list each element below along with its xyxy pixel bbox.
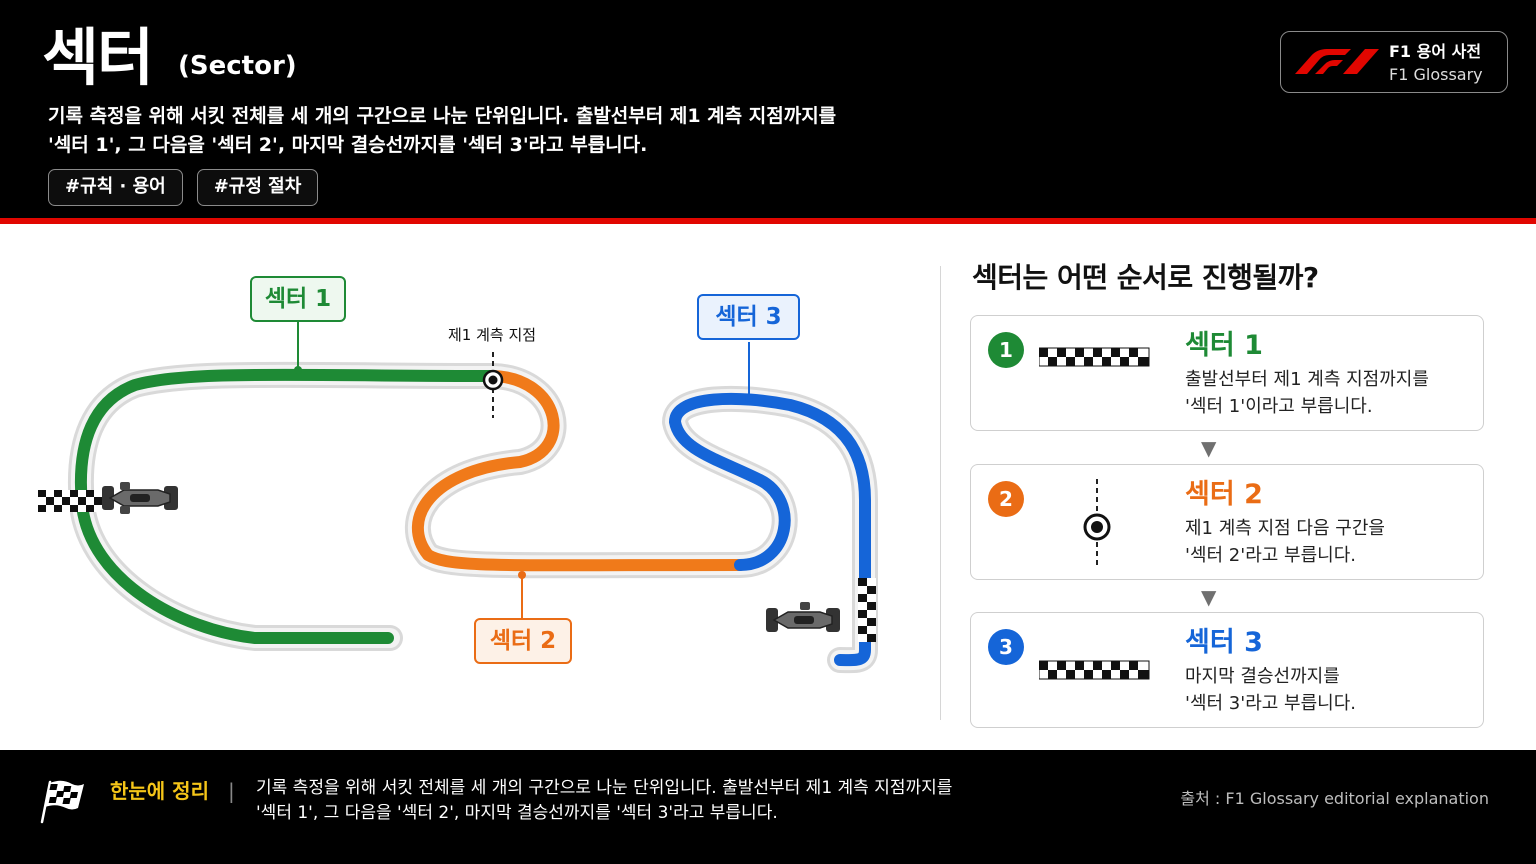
section-divider xyxy=(940,266,941,720)
tag-rules-terms[interactable]: #규칙 · 용어 xyxy=(48,169,183,206)
checkered-line-icon xyxy=(1039,347,1150,367)
sector-2-label: 섹터 2 xyxy=(474,618,572,664)
step-number-badge: 1 xyxy=(988,332,1024,368)
card-description-line: '섹터 3'라고 부릅니다. xyxy=(1185,693,1356,714)
card-title: 섹터 1 xyxy=(1185,330,1263,361)
checkered-flag-icon xyxy=(40,780,84,824)
card-description: 제1 계측 지점 다음 구간을 '섹터 2'라고 부릅니다. xyxy=(1185,515,1385,569)
card-description-line: 제1 계측 지점 다음 구간을 xyxy=(1185,518,1385,539)
card-description-line: 출발선부터 제1 계측 지점까지를 xyxy=(1185,369,1429,390)
checkered-line-icon xyxy=(1039,660,1150,680)
step-number-badge: 2 xyxy=(988,481,1024,517)
header-description: 기록 측정을 위해 서킷 전체를 세 개의 구간으로 나눈 단위입니다. 출발선… xyxy=(48,102,928,160)
arrow-down-icon: ▼ xyxy=(1201,436,1217,460)
checkpoint-marker-icon xyxy=(1083,479,1111,565)
brand-subtitle: F1 Glossary xyxy=(1389,65,1483,84)
sector-1-path xyxy=(74,368,499,644)
brand-title: F1 용어 사전 xyxy=(1389,42,1482,61)
f1-logo-icon xyxy=(1295,49,1379,74)
card-description-line: '섹터 1'이라고 부릅니다. xyxy=(1185,396,1373,417)
sector-1-label: 섹터 1 xyxy=(250,276,346,322)
step-number-badge: 3 xyxy=(988,629,1024,665)
sector-3-path xyxy=(669,392,871,667)
card-title: 섹터 3 xyxy=(1185,627,1263,658)
footer-separator: | xyxy=(228,779,235,803)
race-car-icon xyxy=(102,482,178,514)
sector-3-label: 섹터 3 xyxy=(697,294,800,340)
track-map xyxy=(38,322,878,674)
tag-list: #규칙 · 용어 #규정 절차 xyxy=(48,169,319,206)
tag-procedures[interactable]: #규정 절차 xyxy=(196,169,319,206)
card-description: 출발선부터 제1 계측 지점까지를 '섹터 1'이라고 부릅니다. xyxy=(1185,366,1429,420)
sector-card-3: 3 섹터 3 마지막 결승선까지를 '섹터 3'라고 부릅니다. xyxy=(970,612,1484,728)
description-line: '섹터 1', 그 다음을 '섹터 2', 마지막 결승선까지를 '섹터 3'라… xyxy=(48,134,648,156)
checkpoint-marker-icon xyxy=(482,352,504,418)
description-line: 기록 측정을 위해 서킷 전체를 세 개의 구간으로 나눈 단위입니다. 출발선… xyxy=(48,105,837,127)
brand-badge: F1 용어 사전 F1 Glossary xyxy=(1280,31,1508,93)
sector-2-path xyxy=(412,370,746,572)
panel-title: 섹터는 어떤 순서로 진행될까? xyxy=(972,261,1319,294)
summary-line: 기록 측정을 위해 서킷 전체를 세 개의 구간으로 나눈 단위입니다. 출발선… xyxy=(256,778,953,798)
card-description-line: 마지막 결승선까지를 xyxy=(1185,666,1340,687)
summary-label: 한눈에 정리 xyxy=(110,779,209,803)
page-subtitle: (Sector) xyxy=(178,51,297,81)
card-title: 섹터 2 xyxy=(1185,479,1263,510)
source-credit: 출처 : F1 Glossary editorial explanation xyxy=(1180,789,1489,808)
footer: 한눈에 정리 | 기록 측정을 위해 서킷 전체를 세 개의 구간으로 나눈 단… xyxy=(0,750,1536,864)
track-diagram: 섹터 1 섹터 2 섹터 3 제1 계측 지점 xyxy=(0,224,930,748)
sector-card-1: 1 섹터 1 출발선부터 제1 계측 지점까지를 '섹터 1'이라고 부릅니다. xyxy=(970,315,1484,431)
arrow-down-icon: ▼ xyxy=(1201,585,1217,609)
card-description-line: '섹터 2'라고 부릅니다. xyxy=(1185,545,1356,566)
page-title: 섹터 xyxy=(42,21,154,94)
header-accent-line xyxy=(0,218,1536,224)
header: 섹터 (Sector) 기록 측정을 위해 서킷 전체를 세 개의 구간으로 나… xyxy=(0,0,1536,218)
card-description: 마지막 결승선까지를 '섹터 3'라고 부릅니다. xyxy=(1185,663,1356,717)
summary-line: '섹터 1', 그 다음을 '섹터 2', 마지막 결승선까지를 '섹터 3'라… xyxy=(256,803,778,823)
start-checkered-flag-icon xyxy=(38,490,102,512)
finish-checkered-flag-icon xyxy=(858,578,876,642)
checkpoint-label: 제1 계측 지점 xyxy=(448,326,537,344)
summary-text: 기록 측정을 위해 서킷 전체를 세 개의 구간으로 나눈 단위입니다. 출발선… xyxy=(256,776,952,826)
race-car-icon xyxy=(766,602,840,632)
sector-card-2: 2 섹터 2 제1 계측 지점 다음 구간을 '섹터 2'라고 부릅니다. xyxy=(970,464,1484,580)
